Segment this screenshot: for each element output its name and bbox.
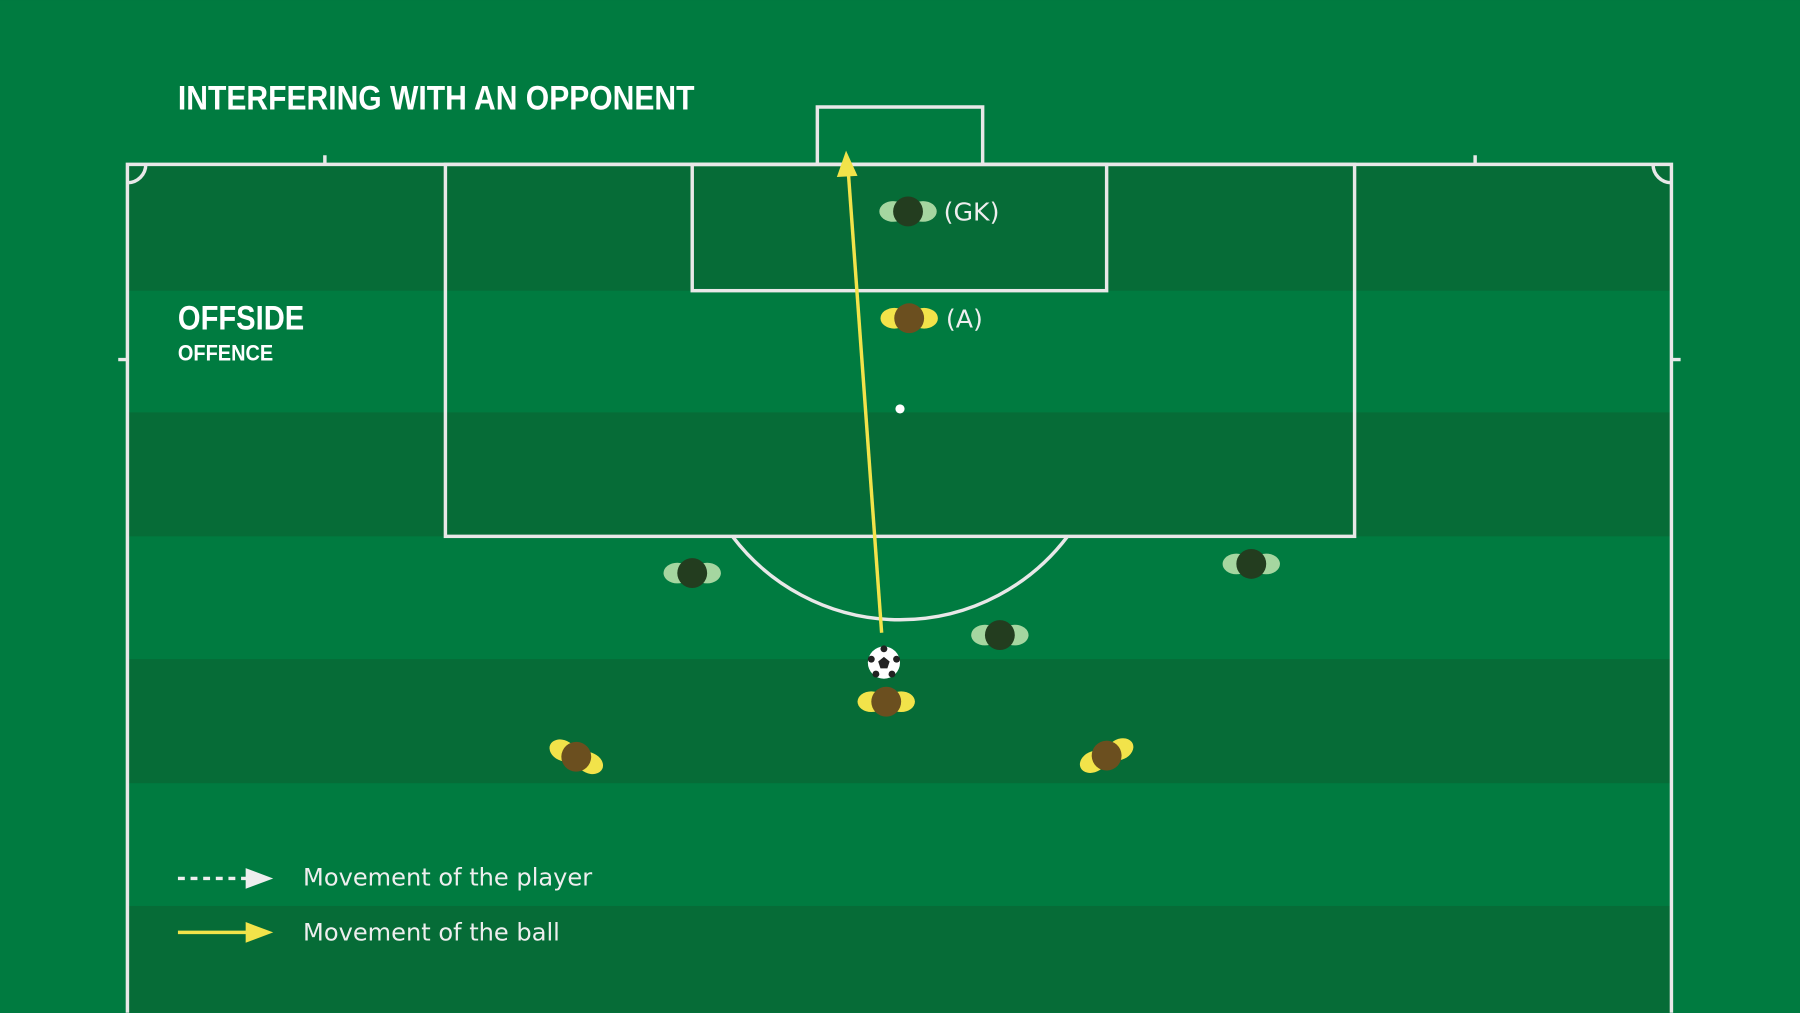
subcategory-label: OFFENCE xyxy=(178,341,273,366)
attacker-label: (A) xyxy=(946,304,983,333)
diagram-title: INTERFERING WITH AN OPPONENT xyxy=(178,79,695,117)
goalkeeper-label: (GK) xyxy=(944,198,1000,227)
pitch-stripes xyxy=(127,164,1672,1013)
legend: Movement of the player Movement of the b… xyxy=(177,863,592,946)
penalty-spot xyxy=(895,404,905,414)
ball-path-arrow xyxy=(836,150,884,633)
legend-player-movement: Movement of the player xyxy=(303,863,592,891)
category-label: OFFSIDE xyxy=(178,300,304,338)
ball-icon xyxy=(867,645,900,679)
legend-ball-movement: Movement of the ball xyxy=(303,918,560,946)
pitch-lines xyxy=(118,105,1681,1013)
